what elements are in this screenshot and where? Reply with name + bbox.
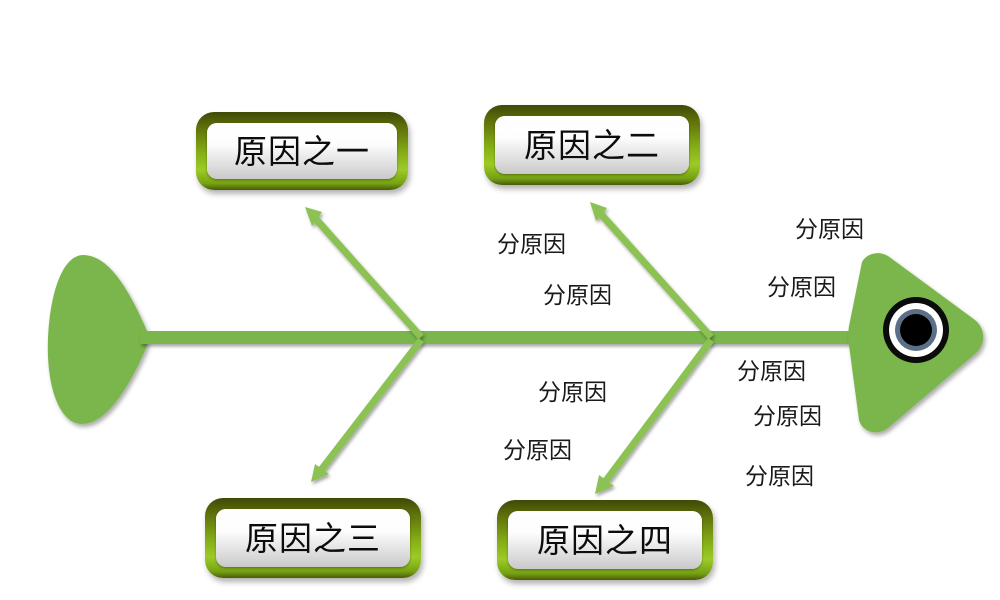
sub-cause-label-6: 分原因 — [503, 438, 572, 464]
cause-box-3-inner: 原因之三 — [216, 509, 410, 567]
sub-cause-label-8: 分原因 — [753, 404, 822, 430]
sub-cause-label-5: 分原因 — [538, 380, 607, 406]
sub-cause-label-4: 分原因 — [767, 275, 836, 301]
sub-cause-label-9: 分原因 — [745, 464, 814, 490]
main-bone-cause-2 — [590, 202, 714, 340]
fish-tail-fin — [47, 254, 147, 424]
cause-box-4-inner: 原因之四 — [508, 511, 702, 569]
cause-box-1-label: 原因之一 — [234, 131, 370, 171]
cause-box-2[interactable]: 原因之二 — [484, 105, 700, 185]
sub-cause-label-3: 分原因 — [795, 217, 864, 243]
cause-box-1[interactable]: 原因之一 — [196, 112, 408, 190]
cause-box-1-inner: 原因之一 — [207, 123, 397, 179]
sub-cause-label-7: 分原因 — [737, 359, 806, 385]
sub-cause-label-2: 分原因 — [543, 283, 612, 309]
cause-box-3[interactable]: 原因之三 — [205, 498, 421, 578]
cause-box-2-inner: 原因之二 — [495, 116, 689, 174]
cause-box-4-label: 原因之四 — [537, 520, 673, 560]
main-bone-cause-4 — [595, 337, 714, 494]
fish-eye — [883, 297, 949, 363]
main-bone-cause-3 — [311, 337, 424, 482]
main-bone-cause-1 — [305, 207, 424, 340]
cause-box-2-label: 原因之二 — [524, 125, 660, 165]
fish-spine — [140, 331, 865, 344]
sub-cause-label-1: 分原因 — [497, 232, 566, 258]
cause-box-4[interactable]: 原因之四 — [497, 500, 713, 580]
cause-box-3-label: 原因之三 — [245, 518, 381, 558]
